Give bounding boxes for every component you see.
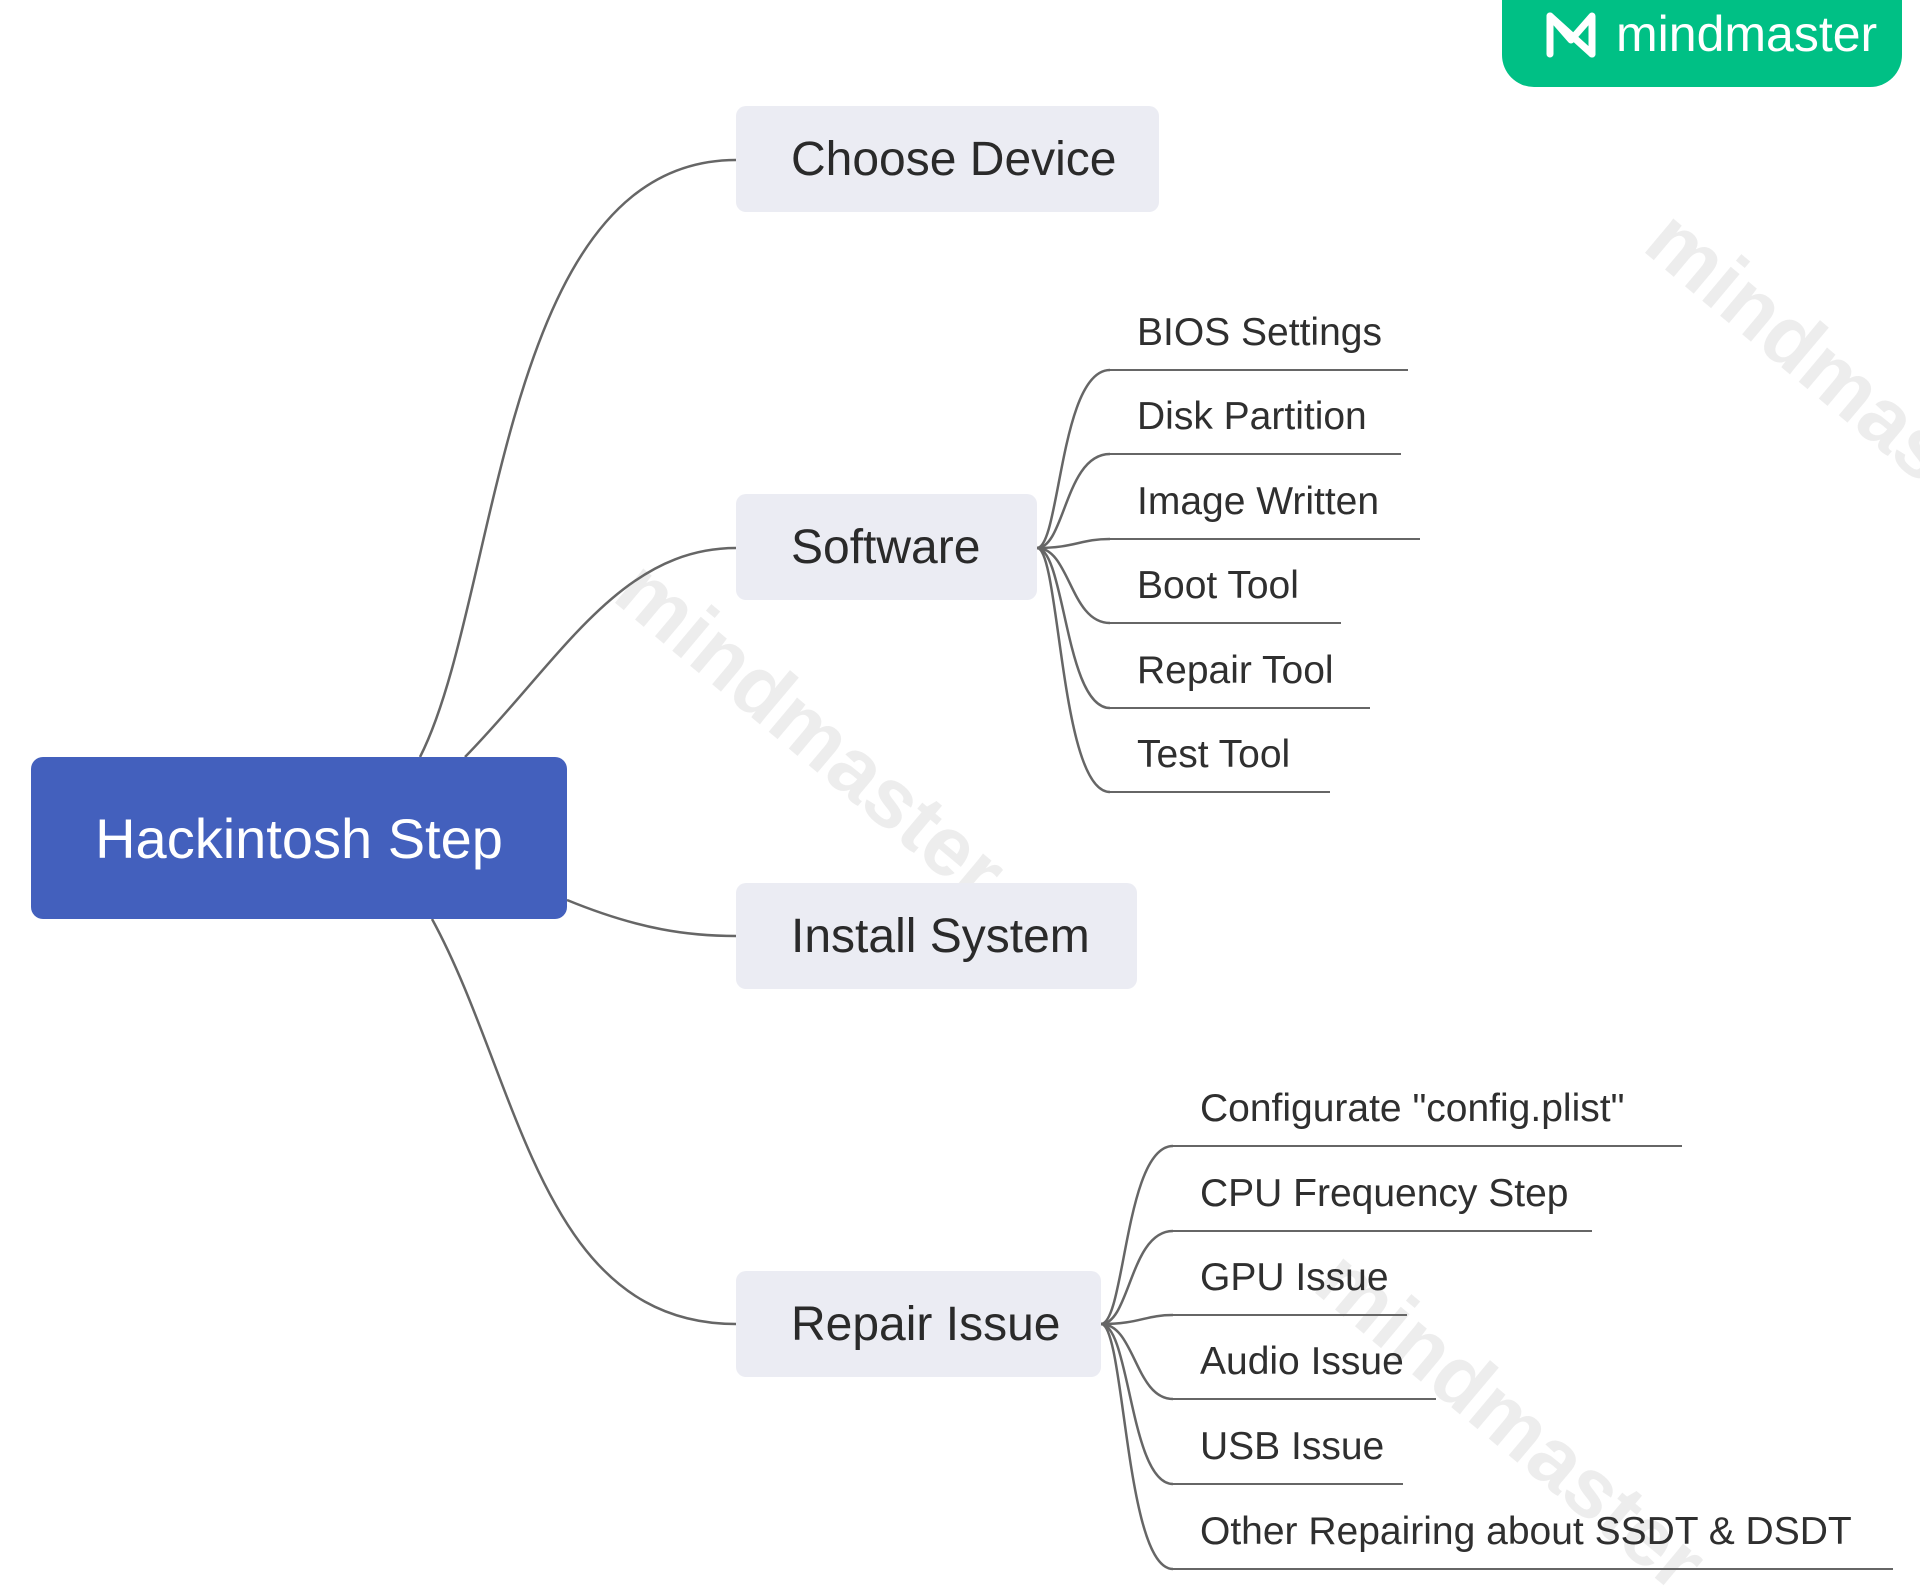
subtopic-label: Boot Tool [1137, 564, 1299, 607]
topic-choose-device[interactable]: Choose Device [736, 106, 1159, 212]
link-repair-tool [1036, 546, 1111, 710]
subtopic-label: Other Repairing about SSDT & DSDT [1200, 1510, 1852, 1553]
mindmaster-logo-badge: mindmaster [1502, 0, 1902, 87]
topic-label: Install System [791, 909, 1090, 963]
link-gpu-issue [1100, 1313, 1174, 1326]
link-disk-partition [1036, 452, 1111, 550]
subtopic-label: GPU Issue [1200, 1256, 1389, 1299]
subtopic-usb-issue[interactable]: USB Issue [1173, 1425, 1403, 1485]
link-bios-settings [1036, 368, 1111, 550]
subtopic-label: Image Written [1137, 480, 1380, 523]
link-install-system [566, 898, 737, 938]
subtopic-repair-tool[interactable]: Repair Tool [1110, 649, 1370, 709]
link-usb-issue [1100, 1322, 1174, 1486]
subtopic-cpu-frequency-step[interactable]: CPU Frequency Step [1173, 1172, 1592, 1232]
link-repair-issue [430, 918, 737, 1326]
logo-text: mindmaster [1616, 5, 1878, 62]
link-boot-tool [1036, 546, 1111, 625]
topic-label: Repair Issue [791, 1297, 1061, 1351]
root-topic-label: Hackintosh Step [95, 806, 503, 870]
subtopic-label: Disk Partition [1137, 395, 1367, 438]
link-other-repairing [1100, 1322, 1174, 1571]
subtopic-audio-issue[interactable]: Audio Issue [1173, 1340, 1436, 1400]
topic-install-system[interactable]: Install System [736, 883, 1137, 989]
mindmaster-logo-icon [1546, 12, 1596, 57]
subtopic-gpu-issue[interactable]: GPU Issue [1173, 1256, 1407, 1316]
link-audio-issue [1100, 1322, 1174, 1401]
link-image-written [1036, 537, 1111, 550]
link-test-tool [1036, 546, 1111, 794]
topic-label: Choose Device [791, 132, 1117, 186]
subtopic-disk-partition[interactable]: Disk Partition [1110, 395, 1401, 455]
root-topic[interactable]: Hackintosh Step [31, 757, 567, 919]
link-config-plist [1100, 1144, 1174, 1326]
topic-repair-issue[interactable]: Repair Issue [736, 1271, 1101, 1377]
link-choose-device [418, 158, 737, 758]
subtopic-label: BIOS Settings [1137, 311, 1382, 354]
subtopic-test-tool[interactable]: Test Tool [1110, 733, 1330, 793]
link-cpu-frequency [1100, 1229, 1174, 1326]
subtopic-other-repairing[interactable]: Other Repairing about SSDT & DSDT [1173, 1510, 1893, 1570]
subtopic-label: USB Issue [1200, 1425, 1385, 1468]
subtopic-boot-tool[interactable]: Boot Tool [1110, 564, 1341, 624]
link-software [464, 546, 737, 758]
topic-software[interactable]: Software [736, 494, 1037, 600]
subtopic-image-written[interactable]: Image Written [1110, 480, 1420, 540]
subtopic-label: Test Tool [1137, 733, 1291, 776]
subtopic-label: Audio Issue [1200, 1340, 1404, 1383]
topic-label: Software [791, 520, 981, 574]
subtopic-bios-settings[interactable]: BIOS Settings [1110, 311, 1408, 371]
subtopic-label: Repair Tool [1137, 649, 1334, 692]
subtopic-label: Configurate "config.plist" [1200, 1087, 1625, 1130]
subtopic-label: CPU Frequency Step [1200, 1172, 1569, 1215]
subtopic-config-plist[interactable]: Configurate "config.plist" [1173, 1087, 1682, 1147]
